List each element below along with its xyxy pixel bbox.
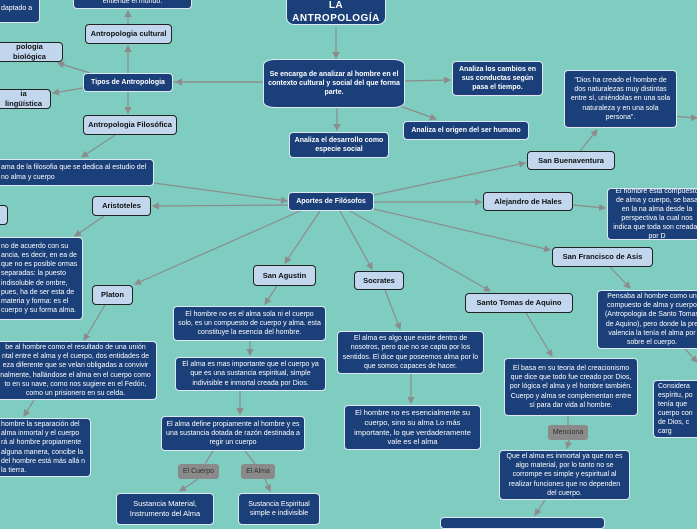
node-left-cut[interactable] [0, 205, 8, 225]
node-antropologia-biologica[interactable]: pologia biológica [0, 42, 63, 62]
node-santo-tomas-2[interactable]: Que el alma es inmortal ya que no es alg… [499, 450, 630, 500]
node-considera[interactable]: Considera espíritu, po tenía que cuerpo … [653, 380, 697, 438]
node-platon[interactable]: Platon [92, 285, 133, 305]
node-alejandro-de-hales[interactable]: Alejandro de Hales [483, 192, 573, 211]
node-santo-tomas[interactable]: Santo Tomas de Aquino [465, 293, 573, 313]
node-sustancia-espiritual[interactable]: Sustancia Espiritual simple e indivisibl… [238, 493, 320, 525]
label-el-alma[interactable]: El Alma [241, 464, 275, 479]
node-top-left-cut[interactable]: daptado a [0, 0, 40, 23]
label-menciona[interactable]: Menciona [548, 425, 588, 440]
node-agustin-1[interactable]: El hombre no es el alma sola ni el cuerp… [173, 306, 326, 341]
node-aristoteles[interactable]: Aristoteles [92, 196, 151, 216]
node-san-buenaventura[interactable]: San Buenaventura [527, 151, 615, 170]
node-aportes-filosofos[interactable]: Aportes de Filósofos [288, 192, 374, 211]
node-central[interactable]: Se encarga de analizar al hombre en el c… [263, 59, 405, 108]
node-cambios[interactable]: Analiza los cambios en sus conductas seg… [452, 61, 543, 96]
node-rama-filosofia[interactable]: ama de la filosofia que se dedica al est… [0, 159, 154, 186]
node-socrates[interactable]: Socrates [354, 271, 404, 290]
node-aristoteles-text[interactable]: no de acuerdo con su ancia, es decir, en… [0, 237, 83, 320]
node-pensaba[interactable]: Pensaba al hombre como un compuesto de a… [597, 290, 697, 349]
node-top-cut[interactable]: entiende el mundo. [73, 0, 192, 9]
node-origen[interactable]: Analiza el origen del ser humano [403, 121, 529, 140]
node-san-agustin[interactable]: San Agustin [253, 265, 316, 286]
node-desarrollo[interactable]: Analiza el desarrollo como especie socia… [289, 132, 389, 158]
node-santo-tomas-1[interactable]: El basa en su teoria del creacionismo qu… [504, 358, 638, 416]
map-title[interactable]: LA ANTROPOLOGÍA [286, 0, 386, 25]
node-agustin-2[interactable]: El alma es mas importante que el cuerpo … [175, 357, 326, 391]
node-dios-cita[interactable]: "Dios ha creado el hombre de dos natural… [564, 70, 677, 128]
node-socrates-1[interactable]: El alma es algo que existe dentro de nos… [337, 331, 484, 374]
node-platon-text-2[interactable]: hombre la separación del alma inmortal y… [0, 418, 91, 477]
node-agustin-3[interactable]: El alma define propiamente al hombre y e… [161, 416, 305, 451]
node-socrates-2[interactable]: El hombre no es esencialmente su cuerpo,… [344, 405, 481, 450]
node-bottom-cut[interactable] [440, 517, 605, 529]
label-el-cuerpo[interactable]: El Cuerpo [178, 464, 219, 479]
node-antropologia-linguistica[interactable]: ia lingüística [0, 89, 51, 109]
node-alejandro-text[interactable]: El hombre está compuesto de alma y cuerp… [607, 188, 697, 240]
node-antropologia-filosofica[interactable]: Antropologia Filosófica [83, 115, 177, 135]
node-sustancia-material[interactable]: Sustancia Material, Instrumento del Alma [116, 493, 214, 525]
node-san-francisco[interactable]: San Francisco de Asis [552, 247, 653, 267]
node-antropologia-cultural[interactable]: Antropologia cultural [85, 24, 172, 44]
node-tipos-antropologia[interactable]: Tipos de Antropologia [83, 73, 173, 92]
node-platon-text[interactable]: be al hombre como el resultado de una un… [0, 341, 157, 400]
